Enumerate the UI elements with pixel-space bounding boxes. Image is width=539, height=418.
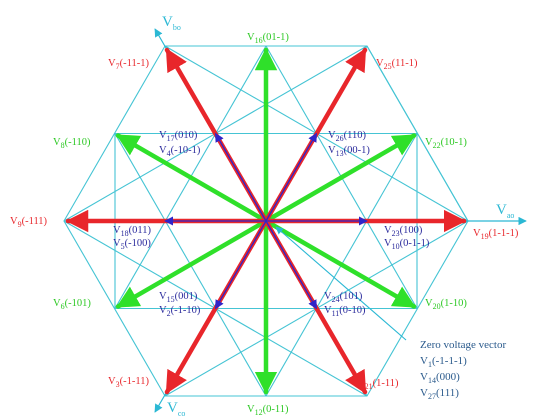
label-v10: V10(0-1-1) xyxy=(384,238,430,251)
large-vector-labels: V7(-11-1) V25(11-1) V9(-111) V19(1-1-1) … xyxy=(10,58,519,391)
label-v7: V7(-11-1) xyxy=(108,58,149,71)
label-v9: V9(-111) xyxy=(10,216,48,229)
label-v23: V23(100) xyxy=(384,225,423,238)
vector-v15 xyxy=(214,220,267,310)
label-v4: V4(-10-1) xyxy=(159,145,201,158)
label-v22: V22(10-1) xyxy=(425,137,467,150)
vector-v26 xyxy=(265,132,318,222)
label-v5: V5(-100) xyxy=(113,238,151,251)
axis-label-vbo: Vbo xyxy=(162,14,181,32)
label-v15: V15(001) xyxy=(159,291,198,304)
label-v25: V25(11-1) xyxy=(376,58,418,71)
label-v21: V21(1-11) xyxy=(357,378,399,391)
vector-v20 xyxy=(263,218,417,309)
axis-label-vao: Vao xyxy=(496,202,514,220)
label-v3: V3(-1-11) xyxy=(108,376,149,389)
label-v16: V16(01-1) xyxy=(247,32,289,45)
label-v13: V13(00-1) xyxy=(328,145,370,158)
medium-vector-labels: V16(01-1) V22(10-1) V8(-110) V20(1-10) V… xyxy=(53,32,467,417)
zero-vector-v14: V14(000) xyxy=(420,371,460,385)
label-v19: V19(1-1-1) xyxy=(473,228,519,241)
label-v2: V2(-1-10) xyxy=(159,305,201,318)
label-v24: V24(101) xyxy=(324,291,363,304)
small-vectors xyxy=(164,132,368,310)
medium-vectors xyxy=(115,47,417,395)
zero-vector-v1: V1(-1-1-1) xyxy=(420,355,467,369)
label-v18: V18(011) xyxy=(113,225,151,238)
vector-v24 xyxy=(265,220,318,310)
label-v12: V12(0-11) xyxy=(247,404,289,417)
vector-v6 xyxy=(115,218,269,309)
zero-vector-title: Zero voltage vector xyxy=(420,339,506,351)
label-v26: V26(110) xyxy=(328,130,366,143)
axis-label-vco: Vco xyxy=(167,400,185,418)
label-v6: V6(-101) xyxy=(53,298,91,311)
vector-v8 xyxy=(115,133,269,224)
zero-vector-annotation: Zero voltage vector V1(-1-1-1) V14(000) … xyxy=(420,339,506,401)
small-vector-labels: V17(010) V4(-10-1) V26(110) V13(00-1) V1… xyxy=(113,130,430,318)
label-v8: V8(-110) xyxy=(53,137,91,150)
vector-v22 xyxy=(263,133,417,224)
label-v17: V17(010) xyxy=(159,130,198,143)
vector-v17 xyxy=(214,132,267,222)
label-v20: V20(1-10) xyxy=(425,298,467,311)
zero-vector-v27: V27(111) xyxy=(420,387,459,401)
label-v11: V11(0-10) xyxy=(324,305,366,318)
zero-vector-pointer xyxy=(275,226,407,341)
